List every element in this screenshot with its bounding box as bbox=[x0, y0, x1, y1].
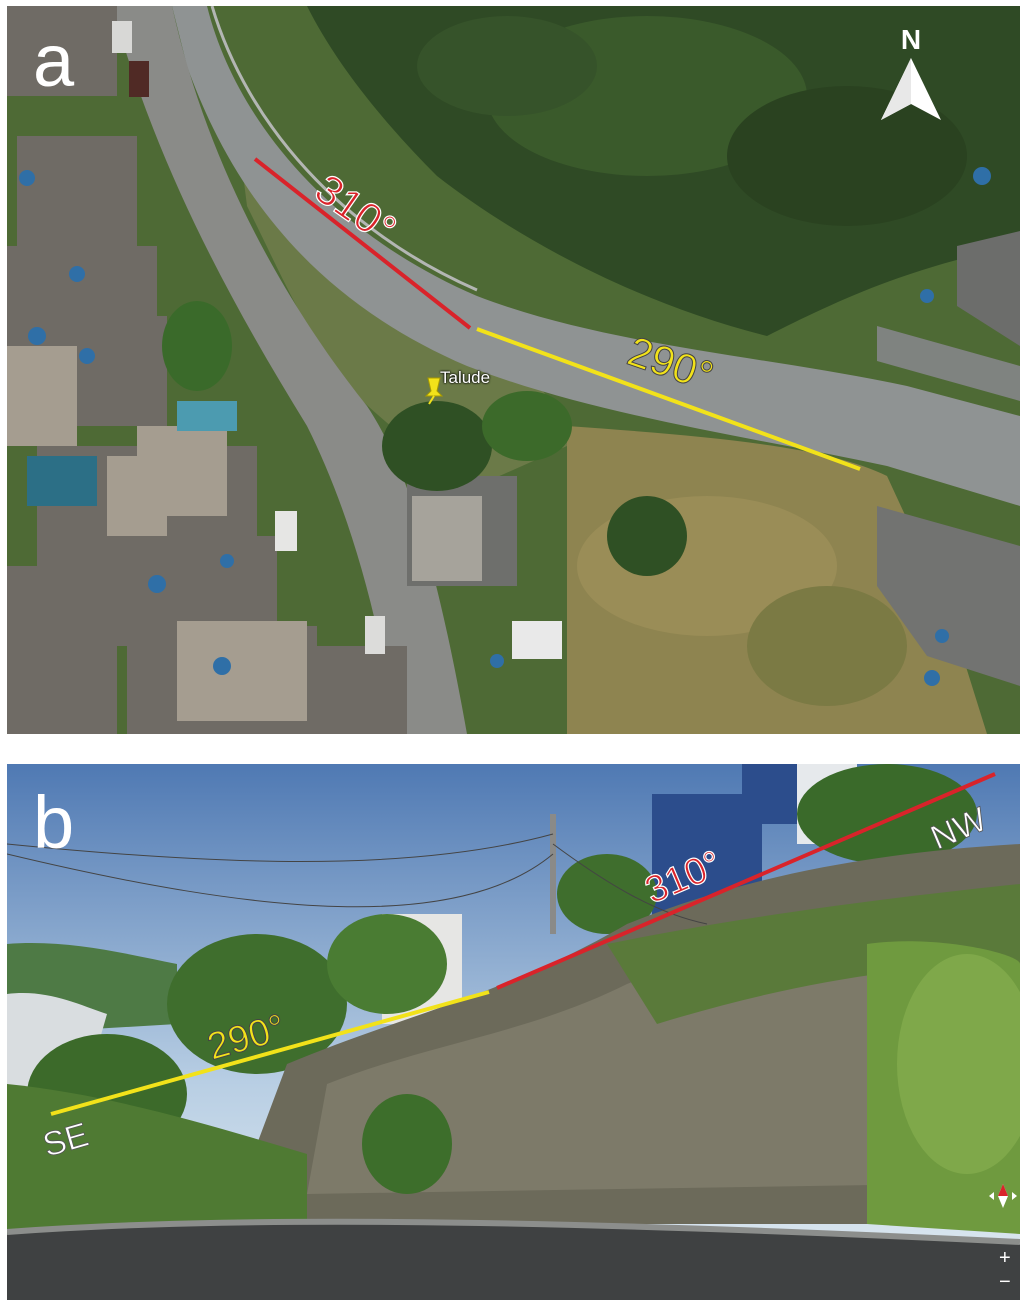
satellite-image: 310° 290° bbox=[7, 6, 1020, 734]
zoom-out-button[interactable]: − bbox=[999, 1271, 1011, 1293]
map-pin-icon[interactable] bbox=[424, 377, 444, 405]
pin-label: Talude bbox=[440, 368, 491, 387]
north-letter: N bbox=[900, 24, 922, 55]
panel-b-street-view: 290° 310° SE NW b + − bbox=[7, 764, 1020, 1300]
north-indicator: N bbox=[879, 26, 943, 124]
panel-a-satellite-view: 310° 290° a N Talude bbox=[7, 6, 1020, 734]
panel-a-label: a bbox=[33, 19, 75, 102]
zoom-in-button[interactable]: + bbox=[999, 1247, 1011, 1269]
panel-b-label: b bbox=[33, 781, 75, 864]
compass-icon[interactable] bbox=[989, 1184, 1017, 1208]
north-arrow-icon bbox=[881, 58, 941, 120]
street-view-image: 290° 310° SE NW bbox=[7, 764, 1020, 1300]
